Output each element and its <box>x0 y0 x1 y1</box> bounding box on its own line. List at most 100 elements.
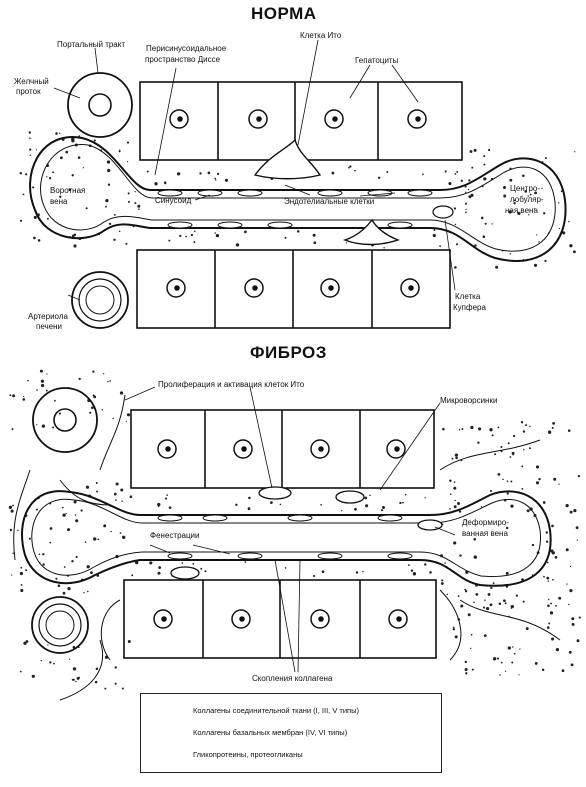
matrix-dot <box>497 473 501 476</box>
matrix-dot <box>513 652 516 655</box>
matrix-dot <box>576 539 579 541</box>
matrix-dot <box>93 139 96 142</box>
matrix-dot <box>312 233 316 237</box>
label-deformed-vein-1: Деформиро- <box>462 518 509 527</box>
matrix-dot <box>568 603 570 606</box>
matrix-dot <box>553 477 557 481</box>
nucleolus <box>394 446 400 452</box>
matrix-dot <box>454 499 456 502</box>
matrix-dot <box>313 574 316 578</box>
matrix-dot <box>49 661 52 664</box>
matrix-dot <box>214 177 216 180</box>
matrix-dot <box>67 586 71 591</box>
matrix-dot <box>71 174 74 177</box>
collagen-fibers <box>13 394 561 701</box>
matrix-dot <box>449 508 451 510</box>
matrix-dot <box>468 179 471 182</box>
matrix-dot <box>482 235 486 238</box>
matrix-dot <box>28 537 31 540</box>
matrix-dot <box>453 486 457 490</box>
matrix-dot <box>58 412 61 415</box>
matrix-dot <box>127 640 131 643</box>
matrix-dot <box>127 192 130 195</box>
matrix-dot <box>72 667 77 671</box>
matrix-dot <box>19 171 23 175</box>
matrix-dot <box>85 207 88 210</box>
nucleolus <box>256 116 262 122</box>
matrix-dot <box>424 563 427 566</box>
matrix-dot <box>110 530 112 533</box>
matrix-dot <box>453 541 457 545</box>
matrix-dot <box>518 674 520 676</box>
matrix-dot <box>543 575 545 578</box>
matrix-dot <box>531 543 535 547</box>
matrix-dot <box>491 223 493 225</box>
matrix-dot <box>107 183 111 186</box>
matrix-dot <box>458 510 462 513</box>
matrix-dot <box>279 503 282 506</box>
matrix-dot <box>284 236 287 239</box>
matrix-dot <box>313 241 317 245</box>
matrix-dot <box>560 190 563 193</box>
matrix-dot <box>511 661 514 664</box>
matrix-dot <box>502 478 504 481</box>
matrix-dot <box>17 529 19 532</box>
matrix-dot <box>114 682 117 685</box>
matrix-dot <box>558 227 560 230</box>
matrix-dot <box>449 479 452 482</box>
matrix-dot <box>507 646 511 650</box>
matrix-dot <box>91 406 94 410</box>
matrix-dot <box>538 241 540 243</box>
nucleolus <box>332 116 338 122</box>
matrix-dot <box>547 430 552 434</box>
matrix-dot <box>412 572 417 576</box>
matrix-dot <box>85 485 90 489</box>
matrix-dot <box>179 234 182 238</box>
matrix-dot <box>569 510 573 514</box>
matrix-dot <box>577 474 581 478</box>
nucleolus <box>318 446 324 452</box>
matrix-dot <box>121 687 124 690</box>
matrix-dot <box>500 661 503 664</box>
matrix-dot <box>75 555 78 559</box>
matrix-dot <box>483 634 487 637</box>
matrix-dot <box>499 674 501 676</box>
matrix-dot <box>551 524 554 528</box>
matrix-dot <box>181 562 184 564</box>
matrix-dot <box>108 222 112 226</box>
matrix-dot <box>483 606 486 609</box>
matrix-dot <box>365 504 369 508</box>
matrix-dot <box>506 480 509 482</box>
matrix-dot <box>522 430 526 433</box>
matrix-dot <box>570 663 574 667</box>
matrix-dot <box>464 590 468 593</box>
matrix-dot <box>574 151 576 153</box>
matrix-dot <box>137 204 141 208</box>
matrix-dot <box>465 672 468 675</box>
matrix-dot <box>73 500 77 504</box>
label-central-vein-1: Центро- <box>510 184 541 193</box>
matrix-dot <box>486 607 490 611</box>
nucleolus <box>318 616 324 622</box>
matrix-dot <box>489 428 493 432</box>
legend-row: Гликопротеины, протеогликаны <box>141 746 441 764</box>
matrix-dot <box>503 194 507 198</box>
matrix-dot <box>65 512 67 515</box>
matrix-dot <box>470 647 472 650</box>
matrix-dot <box>135 560 139 565</box>
matrix-dot <box>522 174 525 178</box>
matrix-dot <box>63 566 66 568</box>
matrix-dot <box>214 232 216 234</box>
matrix-dot <box>122 535 126 539</box>
matrix-dot <box>491 434 494 437</box>
matrix-dot <box>448 181 452 186</box>
upper-hepatocyte-plate-fibrosis <box>130 409 435 489</box>
matrix-dot <box>119 391 124 395</box>
nucleolus <box>252 285 258 291</box>
matrix-dot <box>503 186 506 189</box>
matrix-dot <box>527 195 529 197</box>
matrix-dot <box>157 571 161 575</box>
label-endothelial-cells: Эндотелиальные клетки <box>284 197 375 206</box>
label-arteriole-1: Артериола <box>28 312 68 321</box>
matrix-dot <box>503 599 506 603</box>
